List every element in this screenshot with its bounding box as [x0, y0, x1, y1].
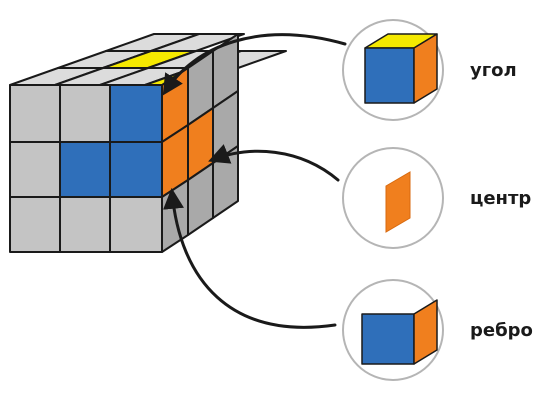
center-arrow [208, 144, 340, 182]
callout-center: центр [342, 147, 531, 249]
edge-piece-icon [361, 299, 438, 365]
callout-corner: угол [342, 19, 517, 121]
corner-arrow [162, 33, 347, 96]
callout-label: центр [470, 188, 531, 209]
cube-sticker-blue [109, 141, 163, 198]
cube-sticker [109, 196, 163, 253]
callout-edge: ребро [342, 279, 533, 381]
cube-sticker [9, 141, 61, 198]
cube-sticker [59, 84, 111, 143]
corner-piece-icon [364, 33, 438, 104]
callout-label: угол [470, 60, 517, 81]
cube-sticker [59, 196, 111, 253]
edge-arrow [163, 187, 337, 329]
cube-top-face [9, 33, 287, 86]
arrows [162, 33, 347, 329]
rubiks-cube [9, 33, 287, 253]
cube-front-face [9, 84, 163, 253]
cube-sticker [9, 84, 66, 143]
callout-label: ребро [470, 320, 533, 341]
cube-sticker [9, 196, 61, 253]
cube-sticker-blue [109, 84, 163, 143]
center-piece-icon [385, 171, 411, 233]
cube-sticker-blue [59, 141, 111, 198]
